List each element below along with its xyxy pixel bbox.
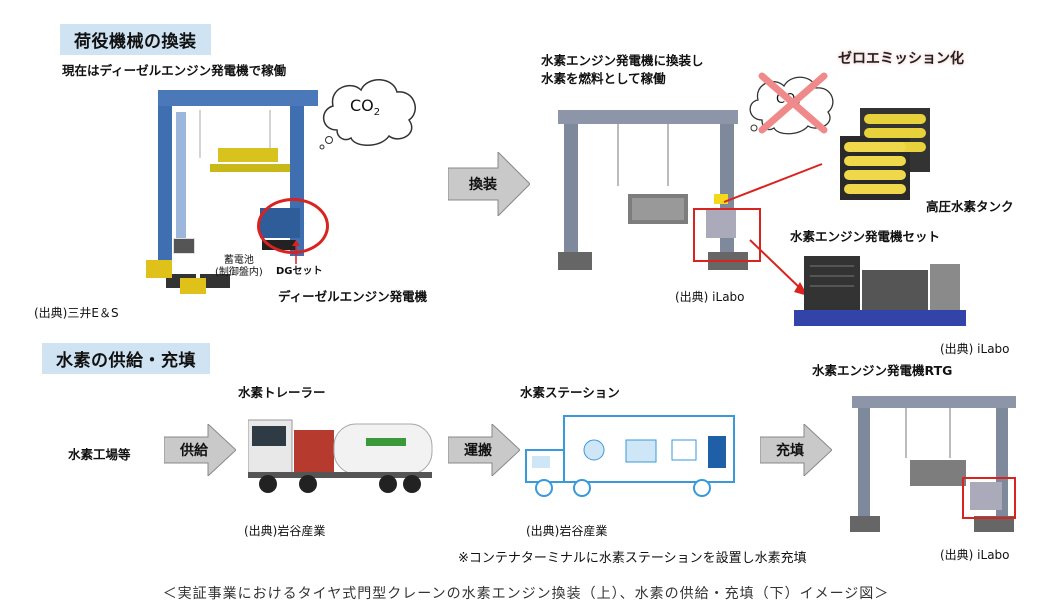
source-mitsui: (出典)三井E＆S — [34, 306, 119, 320]
co2-cloud: CO2 — [315, 72, 425, 150]
dg-set-highlight — [257, 198, 329, 254]
generator-highlight-box — [693, 208, 761, 262]
h2-note-line1: 水素エンジン発電機に換装し — [541, 53, 704, 68]
hydrogen-rtg-image — [846, 384, 1026, 540]
dg-set-label: DGセット — [276, 266, 323, 277]
h2-gen-set-label: 水素エンジン発電機セット — [790, 229, 941, 244]
source-ilabo-genset: (出典) iLabo — [940, 342, 1010, 356]
h2-note-line2: 水素を燃料として稼働 — [541, 71, 666, 86]
hydrogen-trailer-image — [247, 410, 436, 494]
rtg-generator-highlight — [962, 477, 1016, 519]
source-ilabo-rtg: (出典) iLabo — [940, 548, 1010, 562]
current-diesel-note: 現在はディーゼルエンジン発電機で稼働 — [62, 63, 287, 78]
dg-pointer-arrow — [291, 240, 301, 268]
battery-label-line2: (制御盤内) — [215, 267, 263, 278]
rtg-label: 水素エンジン発電機RTG — [812, 363, 953, 378]
arrow-fill: 充填 — [760, 424, 832, 476]
arrow-transport-label: 運搬 — [464, 443, 492, 459]
hp-tank-label: 高圧水素タンク — [926, 199, 1014, 214]
source-iwatani-trailer: (出典)岩谷産業 — [244, 524, 326, 538]
hp-hydrogen-tank-image — [840, 108, 932, 200]
arrow-replace-label: 換装 — [469, 177, 497, 193]
hydrogen-station-image — [522, 410, 752, 502]
arrow-replace: 換装 — [448, 152, 530, 216]
arrow-transport: 運搬 — [448, 424, 520, 476]
source-iwatani-station: (出典)岩谷産業 — [526, 524, 608, 538]
battery-highlight — [173, 238, 195, 254]
station-note: ※コンテナターミナルに水素ステーションを設置し水素充填 — [458, 551, 807, 566]
zero-emission-label: ゼロエミッション化 — [838, 51, 964, 67]
h2-factory-label: 水素工場等 — [68, 447, 131, 462]
battery-label-line1: 蓄電池 — [223, 255, 254, 266]
arrow-fill-label: 充填 — [776, 443, 804, 459]
section-title-replacement: 荷役機械の換装 — [60, 24, 211, 55]
arrow-supply-label: 供給 — [180, 443, 208, 459]
cross-mark-icon — [758, 72, 828, 134]
station-label: 水素ステーション — [520, 385, 620, 400]
source-ilabo-top: (出典) iLabo — [675, 290, 745, 304]
crossed-co2-cloud: CO2 — [742, 70, 840, 136]
co2-subscript: 2 — [373, 107, 381, 119]
diesel-generator-label: ディーゼルエンジン発電機 — [278, 289, 428, 304]
h2-generator-set-image — [790, 250, 970, 332]
arrow-supply: 供給 — [164, 424, 236, 476]
trailer-label: 水素トレーラー — [238, 385, 326, 400]
battery-label: 蓄電池 (制御盤内) — [215, 255, 263, 279]
section-title-supply: 水素の供給・充填 — [42, 343, 210, 374]
figure-caption: ＜実証事業におけるタイヤ式門型クレーンの水素エンジン換装（上）、水素の供給・充填… — [162, 586, 890, 602]
co2-text: CO — [350, 96, 374, 115]
